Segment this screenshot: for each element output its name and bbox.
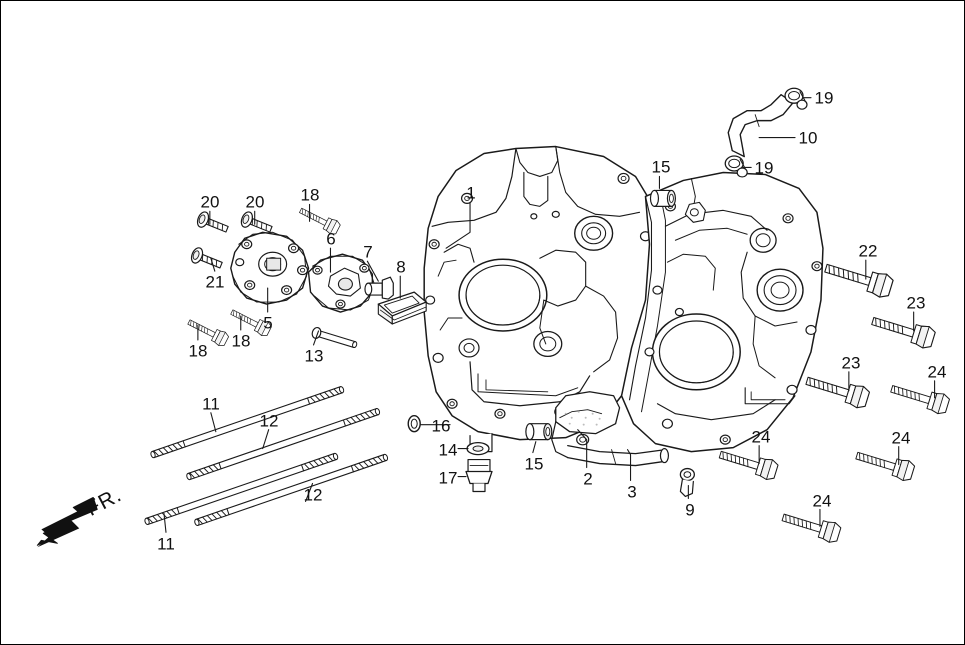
flange-bolt-23a-drawing xyxy=(868,309,937,351)
flange-bolt-22-drawing xyxy=(821,256,895,301)
callout-dowel-pin: 15 xyxy=(651,157,671,177)
crankcase-left-half-drawing xyxy=(423,145,653,453)
callout-flange-bolt-medium: 23 xyxy=(841,353,861,373)
callout-drain-plug-washer: 14 xyxy=(438,440,458,460)
leader-lines xyxy=(163,97,936,533)
callout-flange-bolt-small: 24 xyxy=(927,362,947,382)
callout-flange-bolt-small: 24 xyxy=(751,427,771,447)
callout-oil-pump-screw-long: 21 xyxy=(205,272,225,292)
oil-pump-cover-drawing xyxy=(307,253,375,313)
callout-oil-pipe: 3 xyxy=(627,482,637,502)
callout-cylinder-stud-long: 11 xyxy=(202,394,220,414)
callout-oil-pump-cover-plate: 6 xyxy=(326,229,336,249)
crankcase-right-half-drawing xyxy=(620,171,824,453)
callout-breather-tube: 10 xyxy=(798,128,818,148)
callout-o-ring: 16 xyxy=(431,416,451,436)
flange-bolt-24c-drawing xyxy=(779,507,843,545)
oil-pump-bolt-drawing xyxy=(364,276,394,300)
cover-gasket-drawing xyxy=(377,291,427,325)
callout-flange-bolt: 18 xyxy=(300,185,320,205)
callout-hose-clamp: 19 xyxy=(814,88,834,108)
callout-flange-bolt: 18 xyxy=(231,331,251,351)
callout-flange-bolt-small: 24 xyxy=(891,428,911,448)
flange-bolt-24a-drawing xyxy=(888,378,952,417)
callout-oil-pump-body-plate: 5 xyxy=(263,313,273,333)
flange-bolt-23b-drawing xyxy=(803,369,872,411)
callout-cylinder-stud-short: 12 xyxy=(259,411,279,431)
callout-oil-drain-bolt: 17 xyxy=(438,468,458,488)
callout-cylinder-stud-long: 11 xyxy=(157,534,175,554)
callout-hose-clamp: 19 xyxy=(754,158,774,178)
callout-dowel-pin-thin: 13 xyxy=(304,346,324,366)
drain-washer-drawing xyxy=(466,441,490,456)
callout-cover-gasket-plate: 8 xyxy=(396,257,406,277)
callout-oil-strainer-bracket: 2 xyxy=(583,469,593,489)
callout-oil-pump-screw: 20 xyxy=(200,192,220,212)
hose-clamp-upper-drawing xyxy=(784,87,808,110)
callout-wire-clamp-clip: 9 xyxy=(685,500,695,520)
oil-pump-screw-long-drawing xyxy=(188,245,225,274)
callout-oil-pump-bolt: 7 xyxy=(363,242,373,262)
wire-clamp-clip-drawing xyxy=(679,467,695,498)
fr-direction-arrow xyxy=(36,496,98,548)
callout-dowel-pin: 15 xyxy=(524,454,544,474)
oil-pump-body-drawing xyxy=(230,231,310,305)
breather-tube-drawing xyxy=(727,94,794,158)
stud-11a-drawing xyxy=(149,385,346,459)
oil-pipe-assembly-drawing xyxy=(551,391,670,467)
oil-pump-screw-1-drawing xyxy=(194,209,231,238)
callout-flange-bolt: 18 xyxy=(188,341,208,361)
oil-drain-bolt-drawing xyxy=(465,458,493,493)
o-ring-drawing xyxy=(407,415,421,433)
callout-flange-bolt-medium: 23 xyxy=(906,293,926,313)
callout-cylinder-stud-short: 12 xyxy=(303,485,323,505)
flange-bolt-24b-drawing xyxy=(716,444,780,482)
callout-crankcase-left-half: 1 xyxy=(466,183,476,203)
callout-flange-bolt-large: 22 xyxy=(858,241,878,261)
flange-bolt-24d-drawing xyxy=(853,445,917,483)
callout-flange-bolt-small: 24 xyxy=(812,491,832,511)
dowel-pin-upper-drawing xyxy=(649,189,676,207)
dowel-pin-lower-drawing xyxy=(525,423,553,441)
thin-pin-drawing xyxy=(311,326,358,349)
callout-oil-pump-screw: 20 xyxy=(245,192,265,212)
